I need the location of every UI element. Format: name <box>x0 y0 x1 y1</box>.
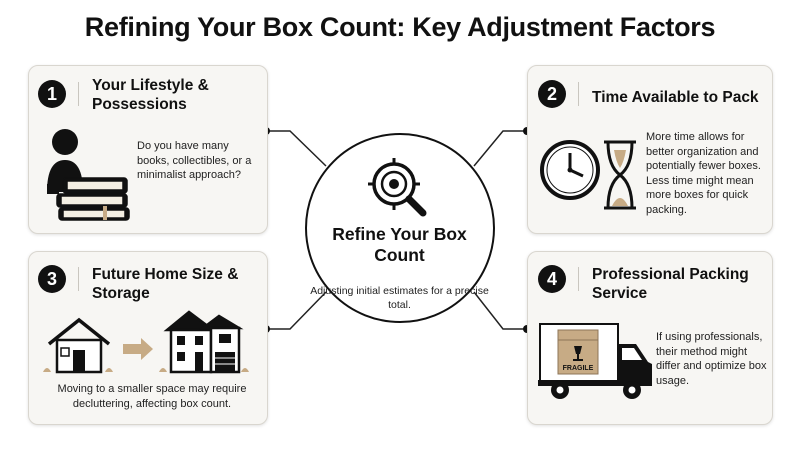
card-text: More time allows for better organization… <box>646 131 761 216</box>
hub-title: Refine Your Box Count <box>332 224 467 265</box>
card-divider <box>78 267 79 291</box>
card-lifestyle: 1 Your Lifestyle & Possessions Do you ha… <box>28 65 268 234</box>
card-title: Your Lifestyle & Possessions <box>92 77 209 113</box>
card-number: 2 <box>538 80 566 108</box>
hub-subtitle: Adjusting initial estimates for a precis… <box>310 285 489 311</box>
card-title: Future Home Size & Storage <box>92 266 239 302</box>
card-title: Time Available to Pack <box>592 89 759 106</box>
card-future-home: 3 Future Home Size & Storage Moving to a… <box>28 251 268 425</box>
moving-truck-icon: FRAGILE <box>538 323 652 399</box>
page-title: Refining Your Box Count: Key Adjustment … <box>84 12 716 42</box>
fragile-label: FRAGILE <box>563 365 594 372</box>
clock-hourglass-icon <box>540 140 636 210</box>
card-professional-packing: 4 Professional Packing Service If using … <box>527 251 773 425</box>
house-arrow-house-icon <box>43 310 249 374</box>
card-number: 4 <box>538 265 566 293</box>
target-magnifier-icon <box>368 158 427 217</box>
card-text: Do you have many books, collectibles, or… <box>137 140 252 181</box>
card-time: 2 Time Available to Pack More time allow… <box>527 65 773 234</box>
center-hub: Refine Your Box Count Adjusting initial … <box>305 133 495 323</box>
card-text: If using professionals, their method mig… <box>656 331 767 387</box>
card-number: 1 <box>38 80 66 108</box>
card-divider <box>78 82 79 106</box>
card-text: Moving to a smaller space may require de… <box>57 383 247 410</box>
card-divider <box>578 82 579 106</box>
card-number: 3 <box>38 265 66 293</box>
person-with-books-icon <box>47 129 130 221</box>
card-divider <box>578 267 579 291</box>
card-title: Professional Packing Service <box>592 266 749 302</box>
